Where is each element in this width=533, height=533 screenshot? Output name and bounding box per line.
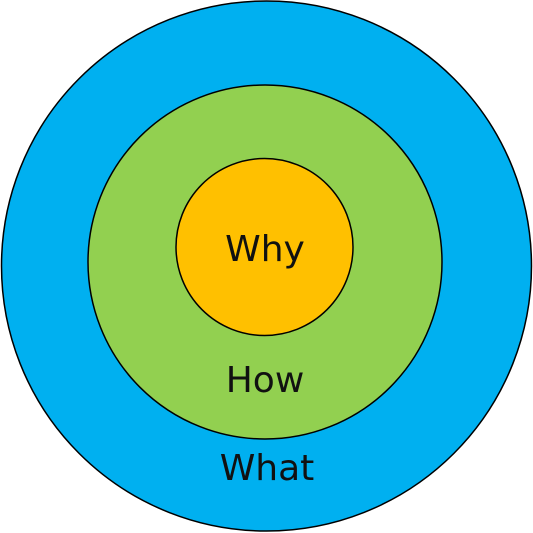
label-why: Why	[225, 229, 305, 270]
label-what: What	[220, 448, 315, 489]
inner-ring-why	[175, 157, 354, 337]
label-how: How	[226, 360, 305, 401]
